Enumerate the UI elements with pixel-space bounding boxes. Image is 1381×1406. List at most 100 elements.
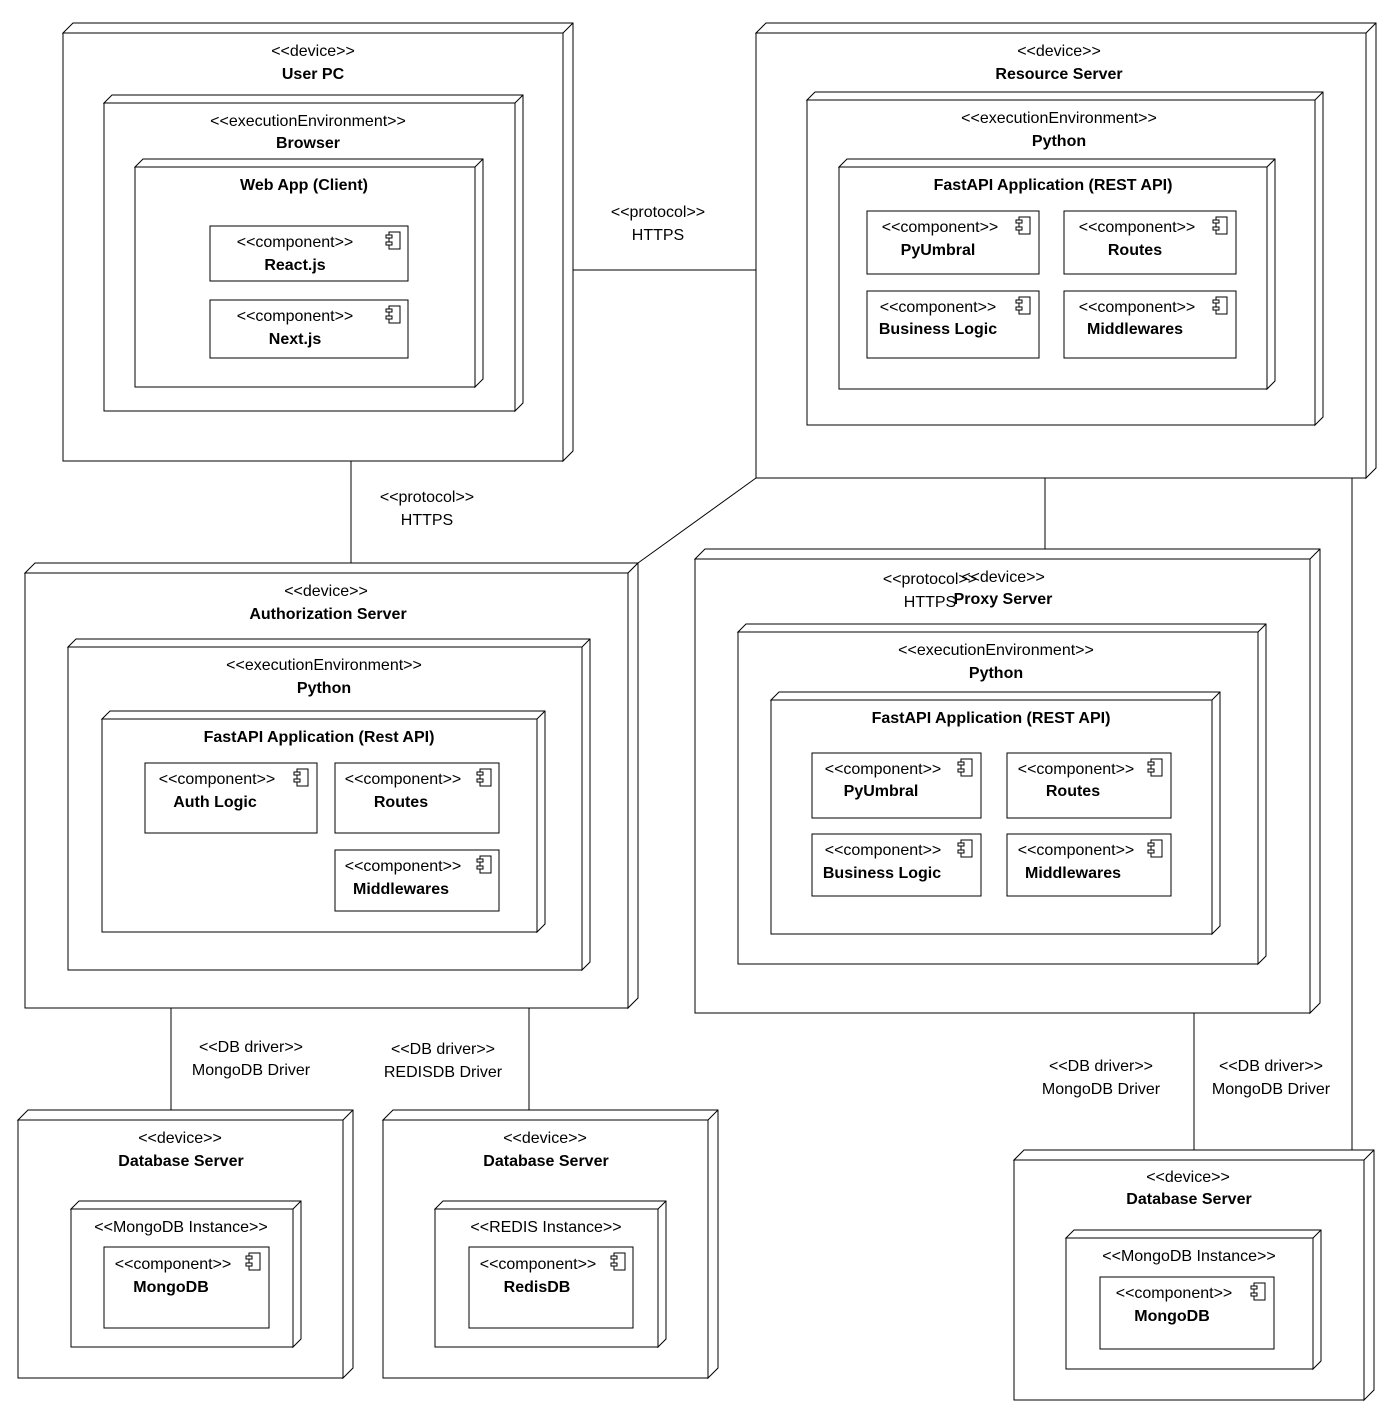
- execution-environment-python: <<executionEnvironment>> Python FastAPI …: [736, 623, 1267, 966]
- env-title: Python: [969, 665, 1023, 682]
- component-routes: <<component>> Routes: [1006, 752, 1172, 819]
- node-stereotype: <<device>>: [284, 583, 368, 600]
- component-stereotype: <<component>>: [1079, 299, 1196, 316]
- env-stereotype: <<executionEnvironment>>: [898, 642, 1094, 659]
- execution-environment-browser: <<executionEnvironment>> Browser Web App…: [102, 94, 524, 413]
- component-stereotype: <<component>>: [825, 842, 942, 859]
- node-stereotype: <<device>>: [961, 569, 1045, 586]
- component-icon: [1015, 216, 1031, 235]
- node-database-server-mongo-1: <<device>> Database Server <<MongoDB Ins…: [16, 1109, 354, 1380]
- node-stereotype: <<device>>: [1017, 43, 1101, 60]
- node-stereotype: <<device>>: [138, 1130, 222, 1147]
- component-icon: [476, 768, 492, 787]
- component-stereotype: <<component>>: [345, 858, 462, 875]
- execution-environment-python: <<executionEnvironment>> Python FastAPI …: [805, 91, 1324, 427]
- component-icon: [1147, 758, 1163, 777]
- component-stereotype: <<component>>: [880, 299, 997, 316]
- node-title: Database Server: [118, 1153, 243, 1170]
- component-icon: [1212, 216, 1228, 235]
- label-auth-redis-stereotype: <<DB driver>>: [391, 1041, 495, 1058]
- component-name: Business Logic: [823, 865, 941, 882]
- component-mongodb: <<component>> MongoDB: [103, 1246, 270, 1329]
- app-title: FastAPI Application (REST API): [934, 177, 1173, 194]
- component-auth-logic: <<component>> Auth Logic: [144, 762, 318, 834]
- component-stereotype: <<component>>: [480, 1256, 597, 1273]
- component-routes: <<component>> Routes: [334, 762, 500, 834]
- label-resource-proxy-stereotype: <<protocol>>: [883, 571, 977, 588]
- component-redisdb: <<component>> RedisDB: [468, 1246, 634, 1329]
- node-title: Proxy Server: [954, 591, 1053, 608]
- instance-redis: <<REDIS Instance>> <<component>> RedisDB: [433, 1200, 667, 1349]
- label-auth-mongo-name: MongoDB Driver: [192, 1062, 311, 1079]
- connections: [170, 269, 1353, 1150]
- execution-environment-python: <<executionEnvironment>> Python FastAPI …: [66, 638, 591, 972]
- label-client-resource-name: HTTPS: [632, 227, 684, 244]
- component-name: Middlewares: [1087, 321, 1183, 338]
- label-auth-mongo-stereotype: <<DB driver>>: [199, 1039, 303, 1056]
- component-icon: [385, 305, 401, 324]
- env-stereotype: <<executionEnvironment>>: [961, 110, 1157, 127]
- component-stereotype: <<component>>: [882, 219, 999, 236]
- env-stereotype: <<executionEnvironment>>: [210, 113, 406, 130]
- component-name: MongoDB: [133, 1279, 209, 1296]
- label-client-resource-stereotype: <<protocol>>: [611, 204, 705, 221]
- component-middlewares: <<component>> Middlewares: [1063, 290, 1237, 359]
- label-resource-mongo-stereotype: <<DB driver>>: [1219, 1058, 1323, 1075]
- node-resource-server: <<device>> Resource Server <<executionEn…: [754, 22, 1377, 480]
- label-resource-mongo-name: MongoDB Driver: [1212, 1081, 1331, 1098]
- component-name: Next.js: [269, 331, 322, 348]
- connector-resource-auth: [637, 477, 757, 564]
- component-icon: [476, 855, 492, 874]
- component-name: PyUmbral: [844, 783, 919, 800]
- label-client-auth-stereotype: <<protocol>>: [380, 489, 474, 506]
- component-icon: [245, 1252, 261, 1271]
- component-name: Routes: [1046, 783, 1100, 800]
- component-name: RedisDB: [504, 1279, 571, 1296]
- component-pyumbral: <<component>> PyUmbral: [866, 210, 1040, 275]
- component-routes: <<component>> Routes: [1063, 210, 1237, 275]
- component-stereotype: <<component>>: [1116, 1285, 1233, 1302]
- component-stereotype: <<component>>: [159, 771, 276, 788]
- instance-stereotype: <<MongoDB Instance>>: [1102, 1248, 1275, 1265]
- artifact-fastapi-app: FastAPI Application (Rest API) <<compone…: [100, 710, 546, 934]
- component-stereotype: <<component>>: [1079, 219, 1196, 236]
- node-database-server-mongo-2: <<device>> Database Server <<MongoDB Ins…: [1012, 1149, 1375, 1402]
- component-icon: [957, 839, 973, 858]
- component-stereotype: <<component>>: [825, 761, 942, 778]
- node-proxy-server: <<device>> Proxy Server <<protocol>> HTT…: [693, 548, 1321, 1015]
- component-name: Business Logic: [879, 321, 997, 338]
- component-name: Routes: [374, 794, 428, 811]
- component-middlewares: <<component>> Middlewares: [1006, 833, 1172, 897]
- component-pyumbral: <<component>> PyUmbral: [811, 752, 982, 819]
- label-proxy-mongo-name: MongoDB Driver: [1042, 1081, 1161, 1098]
- node-title: Database Server: [1126, 1191, 1251, 1208]
- node-stereotype: <<device>>: [271, 43, 355, 60]
- component-react: <<component>> React.js: [209, 225, 409, 282]
- component-name: React.js: [264, 257, 325, 274]
- app-title: Web App (Client): [240, 177, 368, 194]
- component-business-logic: <<component>> Business Logic: [866, 290, 1040, 359]
- node-database-server-redis: <<device>> Database Server <<REDIS Insta…: [381, 1109, 719, 1380]
- label-proxy-mongo-stereotype: <<DB driver>>: [1049, 1058, 1153, 1075]
- node-title: Authorization Server: [249, 606, 406, 623]
- component-stereotype: <<component>>: [345, 771, 462, 788]
- env-stereotype: <<executionEnvironment>>: [226, 657, 422, 674]
- node-stereotype: <<device>>: [503, 1130, 587, 1147]
- node-user-pc: <<device>> User PC <<executionEnvironmen…: [61, 22, 574, 463]
- component-icon: [385, 231, 401, 250]
- artifact-fastapi-app: FastAPI Application (REST API) <<compone…: [769, 691, 1221, 936]
- app-title: FastAPI Application (REST API): [872, 710, 1111, 727]
- artifact-web-app: Web App (Client) <<component>> React.js …: [133, 158, 484, 389]
- component-business-logic: <<component>> Business Logic: [811, 833, 982, 897]
- component-stereotype: <<component>>: [1018, 842, 1135, 859]
- label-auth-redis-name: REDISDB Driver: [384, 1064, 503, 1081]
- env-title: Browser: [276, 135, 340, 152]
- instance-mongodb: <<MongoDB Instance>> <<component>> Mongo…: [1064, 1229, 1322, 1371]
- label-client-auth-name: HTTPS: [401, 512, 453, 529]
- component-name: Middlewares: [353, 881, 449, 898]
- component-icon: [1212, 296, 1228, 315]
- env-title: Python: [1032, 133, 1086, 150]
- component-name: Auth Logic: [173, 794, 257, 811]
- component-name: Routes: [1108, 242, 1162, 259]
- component-next: <<component>> Next.js: [209, 299, 409, 359]
